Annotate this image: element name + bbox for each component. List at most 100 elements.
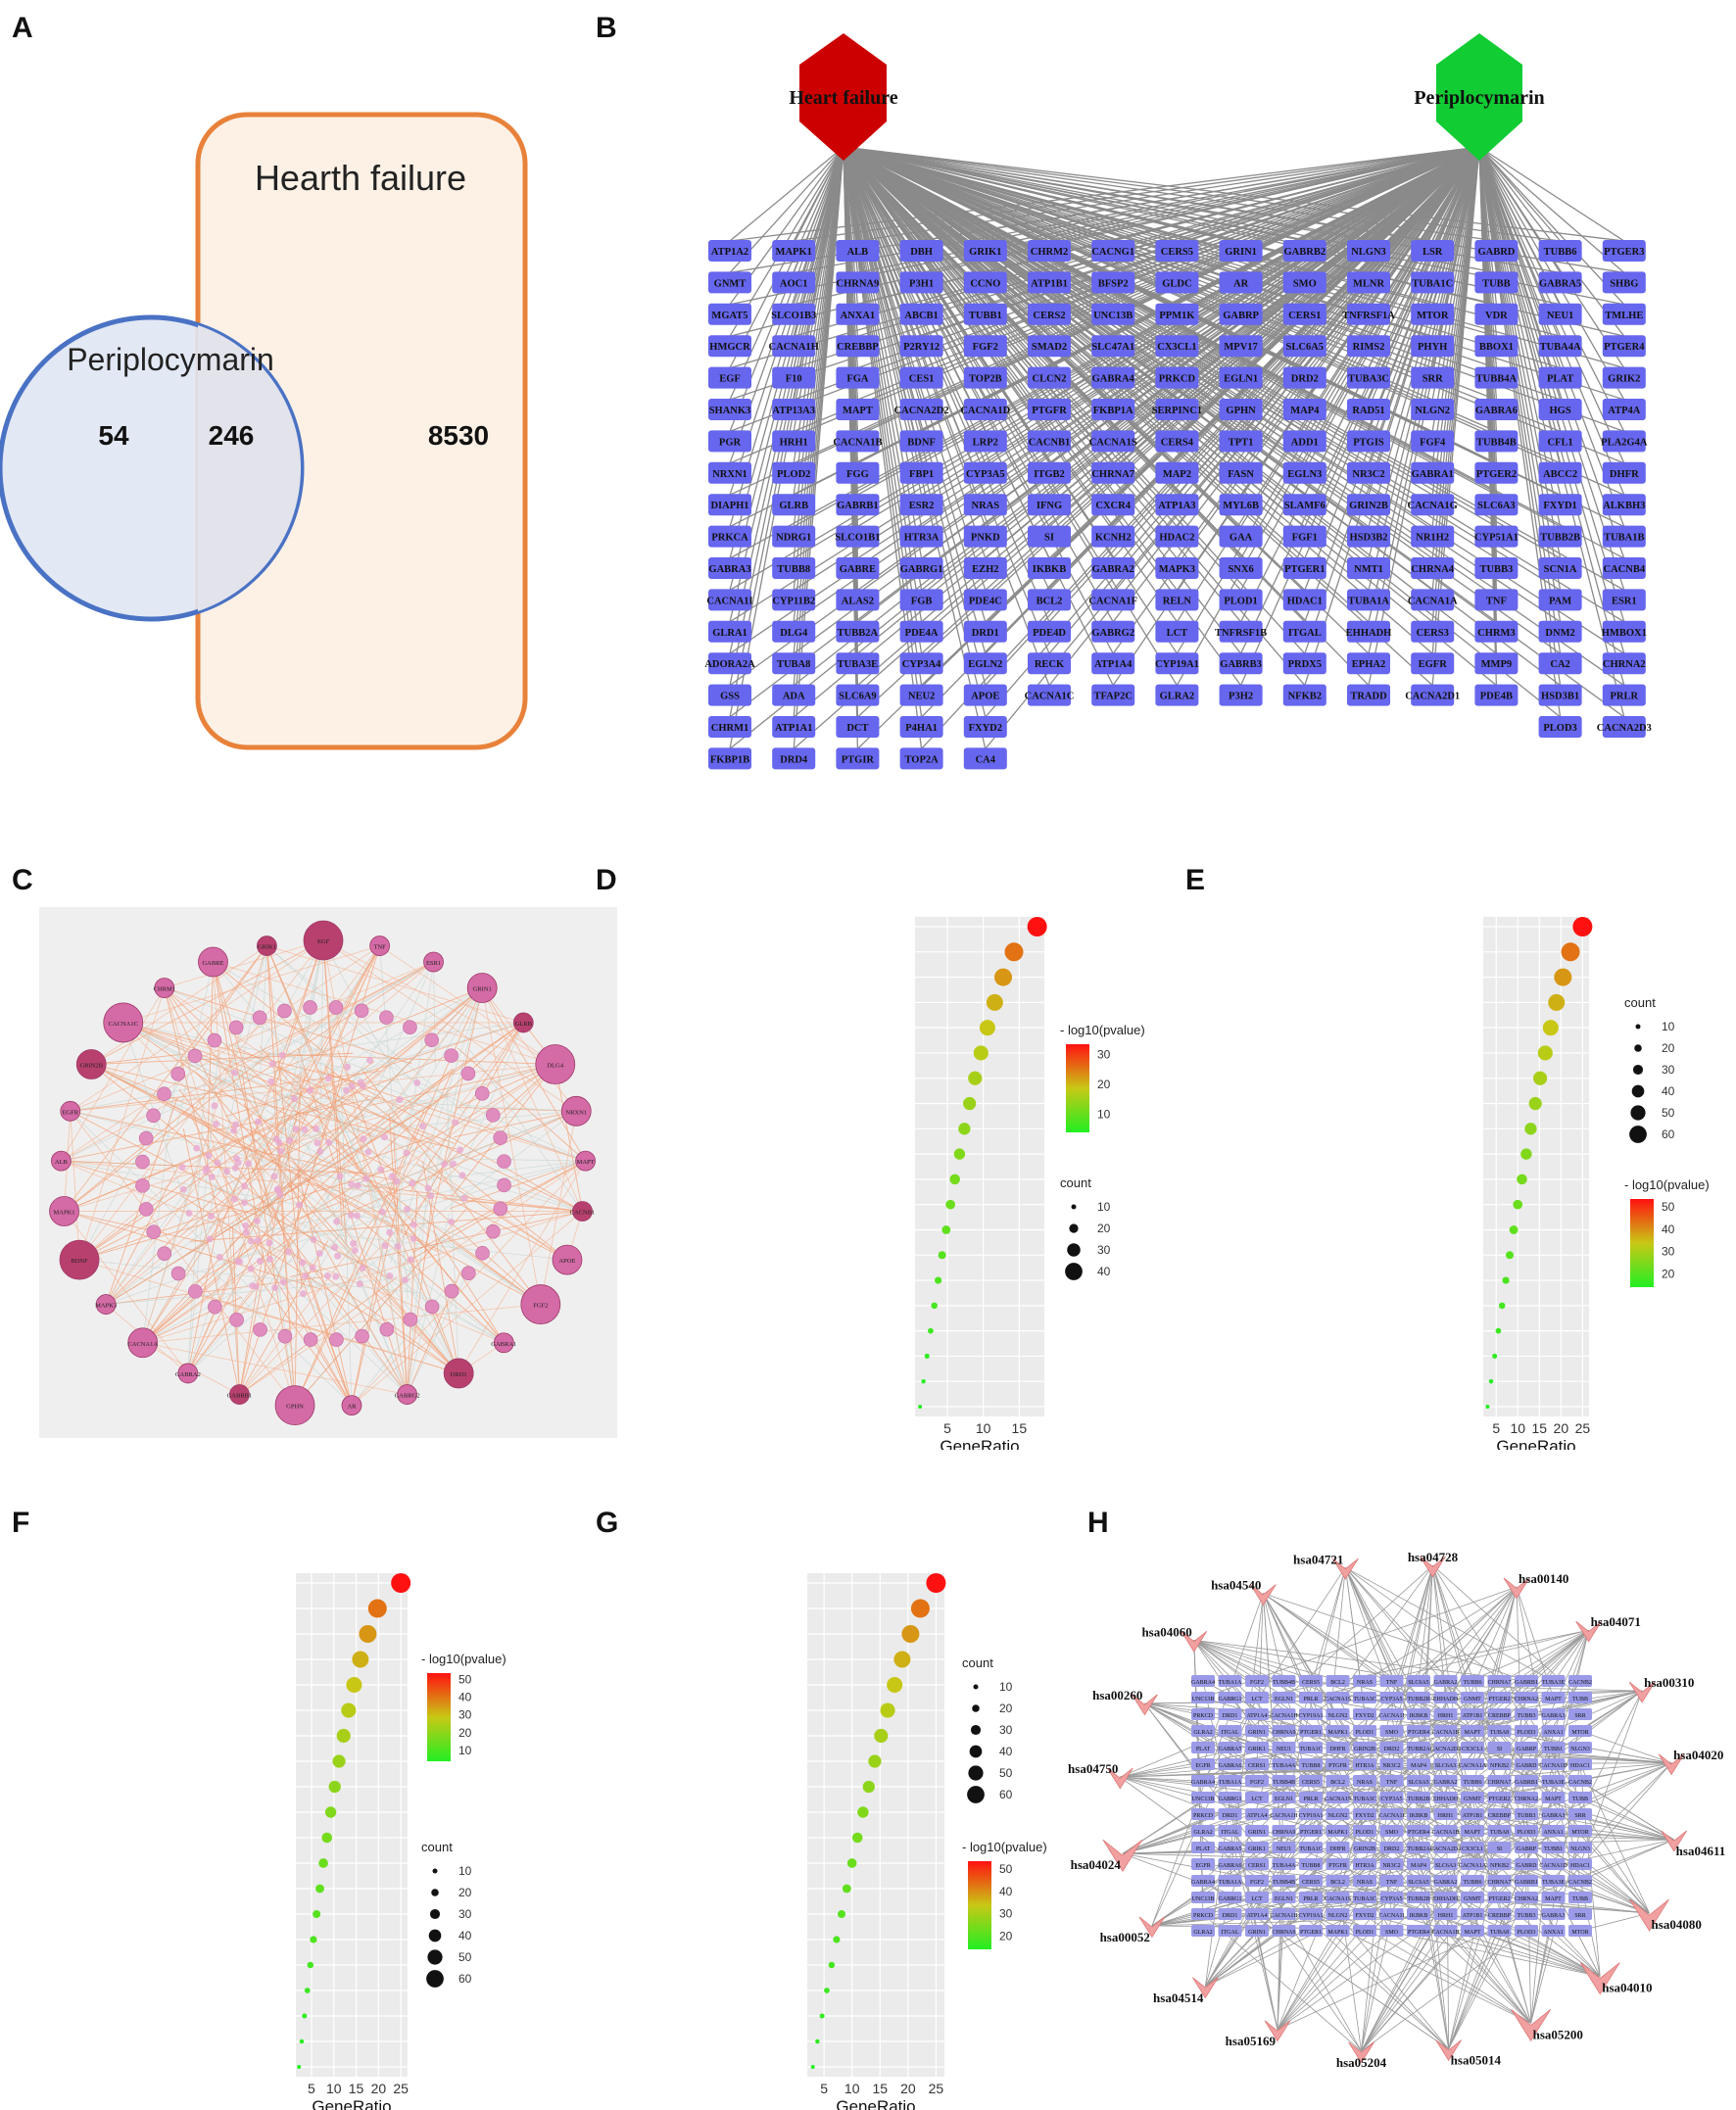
gene-node-label: CX3CL1 (1462, 1846, 1483, 1852)
ppi-node (299, 1259, 307, 1267)
gene-node-label: CERS2 (1033, 311, 1065, 321)
gene-node-label: BCL2 (1330, 1680, 1345, 1686)
gene-node-label: TUBB (1572, 1896, 1588, 1902)
gene-node-label: SLC6A3 (1477, 501, 1516, 511)
gene-node-label: PTGER3 (1604, 247, 1644, 258)
gene-node-label: GABRG2 (1091, 628, 1134, 639)
x-tick-label: 25 (1575, 1420, 1591, 1436)
gene-node-label: TUBB2B (1540, 533, 1580, 544)
gene-node-label: CACNA1I (1378, 1813, 1404, 1819)
pathway-edge (1448, 1880, 1527, 2049)
legend-color-tick: 50 (999, 1862, 1013, 1876)
ppi-edge (91, 1052, 354, 1065)
gene-node-label: DRD1 (1223, 1713, 1238, 1719)
gene-node (1541, 1808, 1566, 1820)
ppi-hub-node (512, 1012, 534, 1033)
gene-node (1155, 399, 1199, 420)
gene-node-label: CREBBP (1488, 1813, 1512, 1819)
legend-color-tick: 50 (458, 1672, 472, 1686)
gene-node-label: NFKB2 (1490, 1763, 1509, 1769)
gene-node (1568, 1875, 1592, 1887)
gene-node (1433, 1775, 1458, 1787)
gene-node (772, 716, 816, 738)
ppi-hub-node (49, 1196, 79, 1226)
gene-node-label: CHRNA9 (837, 278, 880, 289)
ppi-hub-node (229, 1384, 250, 1405)
gene-node-label: RELN (1163, 596, 1192, 606)
ppi-hub-node (397, 1384, 417, 1405)
gene-node-label: ABCC2 (1543, 469, 1577, 480)
dot (924, 1353, 930, 1359)
pathway-edge (1553, 1690, 1643, 1715)
gene-node (708, 494, 751, 516)
gene-node-label: SRR (1423, 374, 1443, 385)
gene-node (1155, 366, 1199, 389)
gene-node-label: CYP19A1 (1298, 1913, 1323, 1919)
ppi-node (324, 1075, 332, 1082)
gene-node-label: FGF2 (1250, 1680, 1264, 1686)
gene-node-label: SLC6A5 (1408, 1880, 1428, 1886)
panel-label-d: D (596, 864, 617, 896)
x-tick-label: 5 (820, 2081, 828, 2096)
gene-node-label: CACNG1 (1091, 247, 1134, 258)
gene-node-label: PTGER2 (1488, 1896, 1510, 1902)
gene-node-label: TUBA3E (1542, 1780, 1565, 1786)
gene-node (1219, 303, 1263, 325)
pathway-node (1348, 2041, 1374, 2064)
gene-node (1379, 1892, 1404, 1903)
gene-node-label: CA4 (976, 754, 996, 765)
pathway-edge (1448, 1797, 1554, 2049)
gene-node (1191, 1825, 1215, 1837)
gene-node-label: CACNA1G (1408, 501, 1458, 511)
gene-node-label: GLRA2 (1193, 1830, 1212, 1836)
dot (1528, 1096, 1542, 1111)
pathway-edge (1364, 1762, 1672, 1915)
gene-node (708, 303, 751, 325)
ppi-node (424, 1032, 439, 1048)
gene-node-label: CYP51A1 (1474, 533, 1519, 544)
pathway-edge (1193, 1640, 1312, 1699)
ppi-edge (238, 1252, 265, 1395)
gene-node-label: SNX6 (1228, 564, 1253, 575)
gene-node-label: TPT1 (1229, 437, 1254, 448)
gene-node (1541, 1825, 1566, 1837)
ppi-edge (351, 1160, 586, 1406)
legend-size-dot (1067, 1243, 1081, 1257)
gene-node-label: GABRB2 (1284, 247, 1326, 258)
gene-node-label: TRADD (1350, 692, 1387, 702)
ppi-hub-label: DRD1 (451, 1371, 467, 1378)
ppi-edge (78, 1167, 402, 1261)
gene-node-label: MAPT (843, 406, 873, 416)
gene-node-label: ATP4A (1608, 406, 1640, 416)
gene-node (1191, 1792, 1215, 1803)
gene-node-label: HGS (1550, 406, 1571, 416)
ppi-edge (322, 939, 577, 1112)
legend-color-tick: 30 (999, 1907, 1013, 1921)
gene-node-label: MTOR (1417, 311, 1449, 321)
gene-node-label: LCT (1251, 1896, 1263, 1902)
pathway-label: hsa04080 (1652, 1917, 1702, 1932)
ppi-edge (351, 1246, 384, 1406)
gene-node-label: TUBA3E (1542, 1680, 1565, 1686)
gene-node-label: PRLR (1303, 1697, 1318, 1702)
gene-node-label: GABRA6 (1218, 1863, 1241, 1869)
gene-node (1155, 652, 1199, 675)
ppi-hub-label: GRIN2B (79, 1063, 103, 1070)
gene-node (1411, 240, 1455, 262)
gene-node (963, 589, 1007, 611)
ppi-edge (210, 1193, 459, 1374)
gene-node (1602, 620, 1646, 643)
gene-node (1411, 366, 1455, 389)
gene-node (1347, 366, 1390, 389)
gene-node-label: GRIN1 (1225, 247, 1257, 258)
pathway-label: hsa04024 (1071, 1857, 1122, 1872)
dot (968, 1071, 983, 1085)
dot (926, 1573, 946, 1593)
gene-node-label: GNMT (1464, 1797, 1481, 1802)
dot (1524, 1123, 1537, 1135)
ppi-node (362, 1175, 370, 1182)
gene-node (1299, 1675, 1323, 1687)
ppi-edge (427, 1064, 556, 1181)
gene-node-label: MYL6B (1223, 501, 1259, 511)
gene-node-label: EGFR (1195, 1863, 1210, 1869)
